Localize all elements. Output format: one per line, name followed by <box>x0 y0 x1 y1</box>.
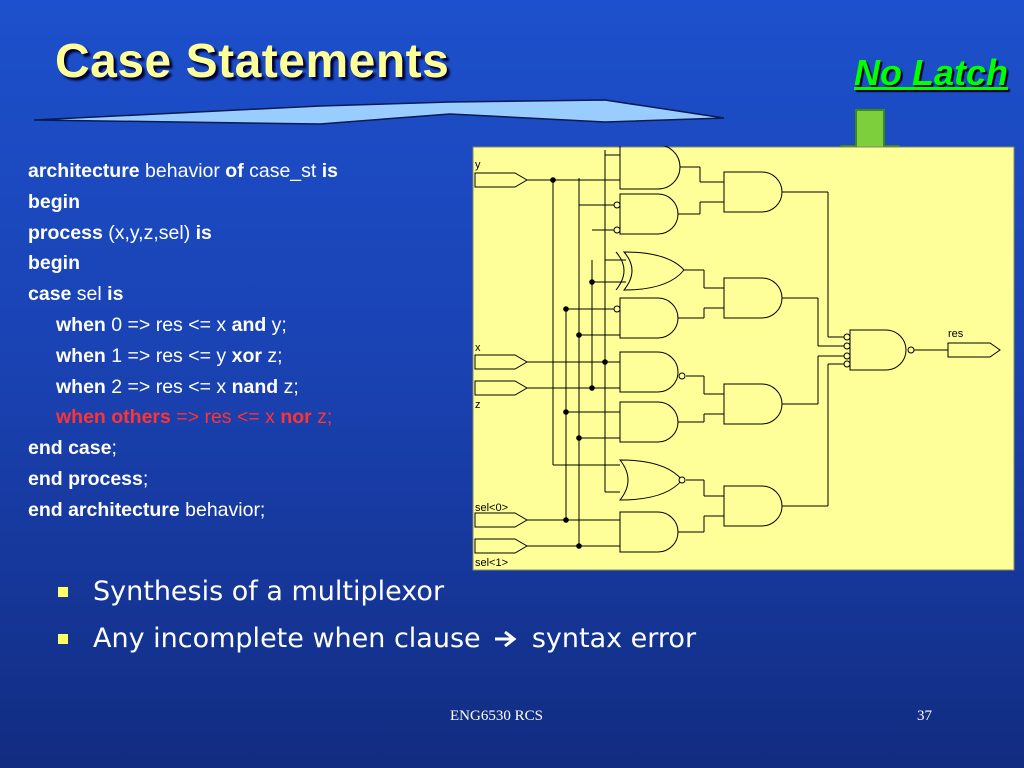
port-label-res: res <box>948 328 964 340</box>
right-arrow-icon <box>495 630 517 648</box>
code-line: end architecture behavior; <box>28 498 266 521</box>
footer-course: ENG6530 RCS <box>450 708 543 724</box>
code-line: when 0 => res <= x and y; <box>56 313 287 336</box>
port-label-x: x <box>475 342 481 354</box>
page-number: 37 <box>917 708 932 724</box>
slide-title: Case Statements <box>55 35 450 88</box>
bullet-text: syntax error <box>531 623 697 654</box>
port-label-sel0: sel<0> <box>475 502 508 514</box>
bullet-list: Synthesis of a multiplexor Any incomplet… <box>58 572 696 666</box>
code-line-highlighted: when others => res <= x nor z; <box>56 406 333 429</box>
code-line: begin <box>28 252 80 275</box>
bullet-item: Synthesis of a multiplexor <box>58 572 696 619</box>
code-line: case sel is <box>28 283 124 306</box>
mux-schematic: y x z sel<0> sel<1> res <box>472 146 1015 571</box>
no-latch-label: No Latch <box>853 52 1008 93</box>
bullet-text: Synthesis of a multiplexor <box>93 576 445 607</box>
code-line: when 1 => res <= y xor z; <box>56 344 283 367</box>
port-label-sel1: sel<1> <box>475 557 508 569</box>
code-line: begin <box>28 190 80 213</box>
code-line: end process; <box>28 467 149 490</box>
title-underline-decoration <box>33 99 725 125</box>
port-label-z: z <box>475 399 481 411</box>
code-line: end case; <box>28 437 117 460</box>
port-label-y: y <box>475 159 481 171</box>
square-bullet-icon <box>58 634 68 644</box>
vhdl-code-block: architecture behavior of case_st is begi… <box>28 156 458 526</box>
bullet-item: Any incomplete when clause syntax error <box>58 619 696 666</box>
bullet-text: Any incomplete when clause <box>93 623 481 654</box>
code-line: process (x,y,z,sel) is <box>28 221 212 244</box>
code-line: architecture behavior of case_st is <box>28 160 338 182</box>
square-bullet-icon <box>58 587 68 597</box>
code-line: when 2 => res <= x nand z; <box>56 375 299 398</box>
